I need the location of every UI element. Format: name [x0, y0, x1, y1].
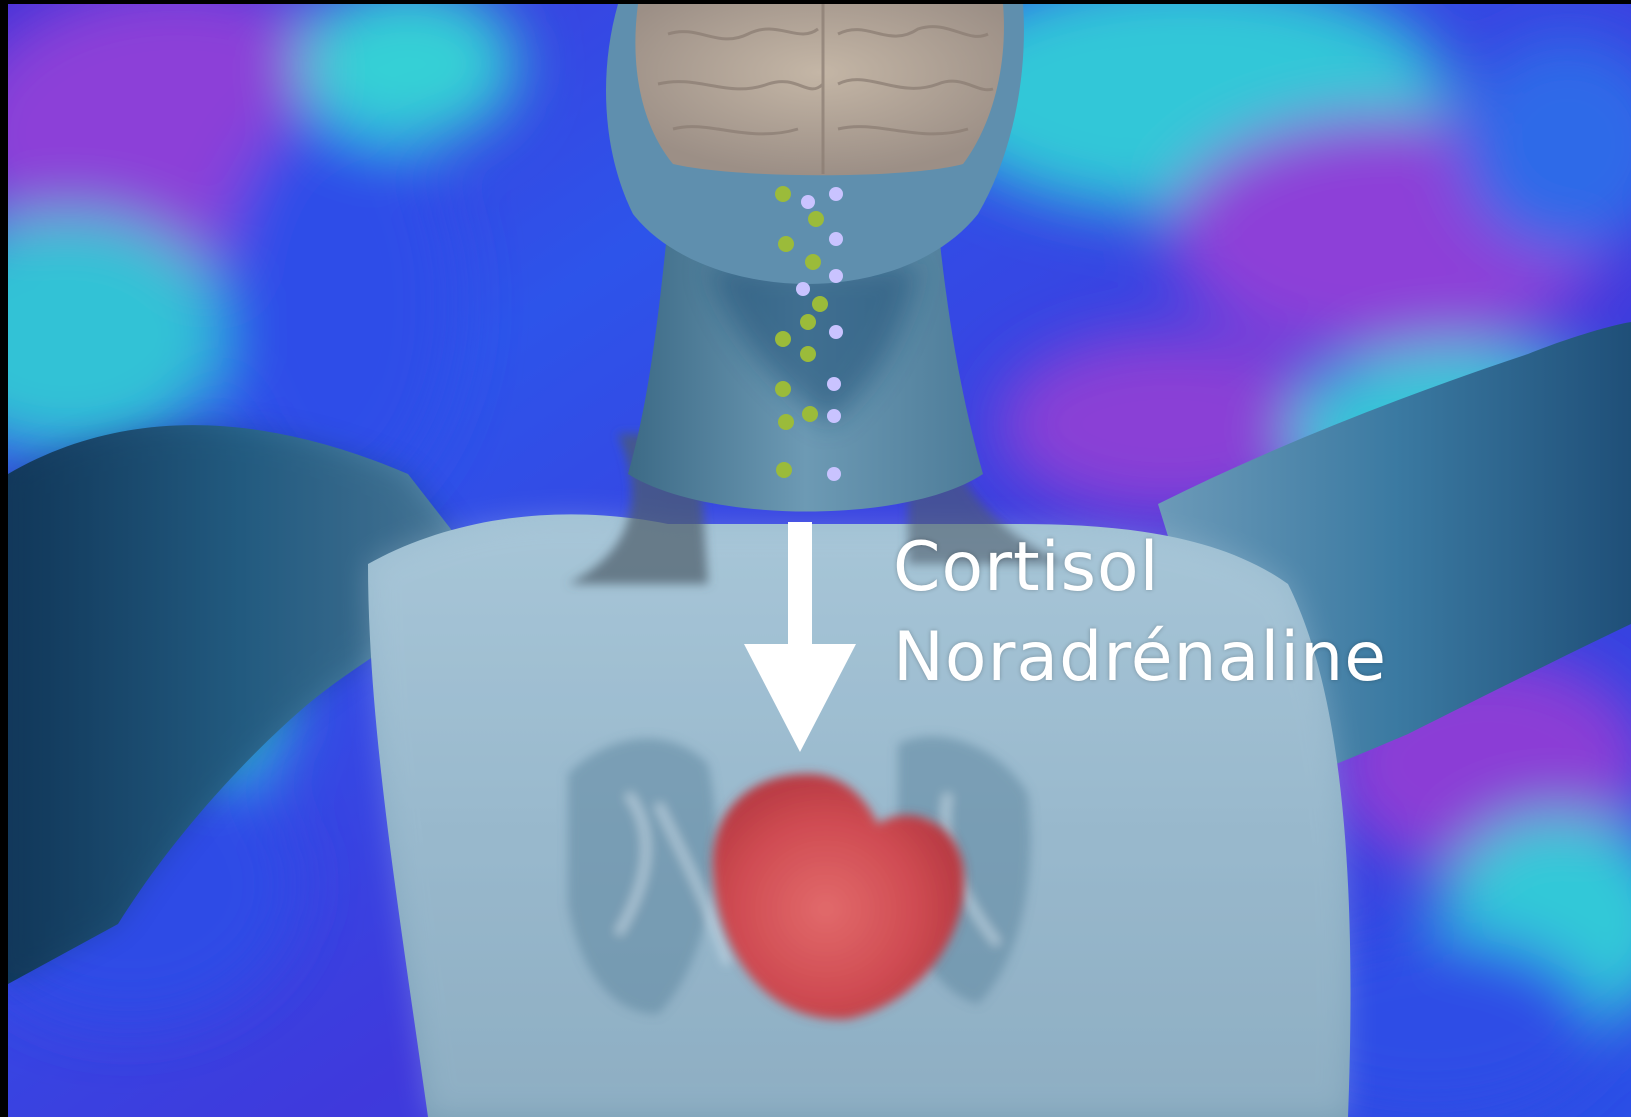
- hormone-labels: Cortisol Noradrénaline: [893, 523, 1387, 703]
- illustration-frame: [8, 4, 1631, 1117]
- label-cortisol: Cortisol: [893, 523, 1387, 613]
- body-illustration: [8, 4, 1631, 1117]
- label-noradrenaline: Noradrénaline: [893, 613, 1387, 703]
